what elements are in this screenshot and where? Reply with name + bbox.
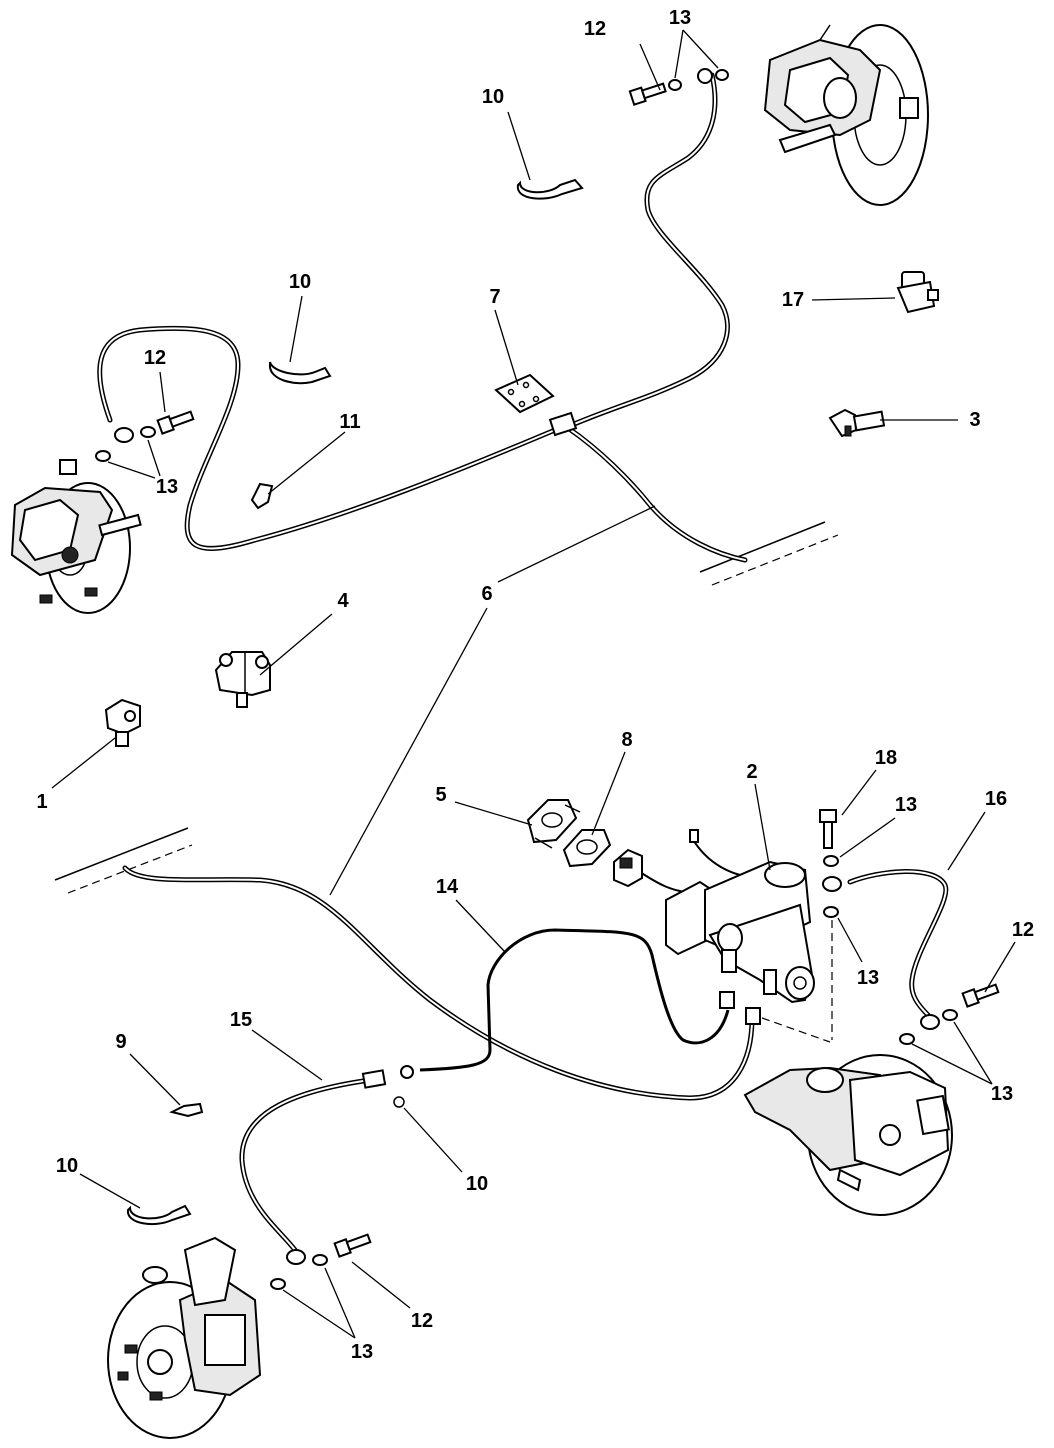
callout-13-right: 13 [990, 1083, 1014, 1105]
clip-9 [169, 1102, 204, 1118]
leader-lines [51, 29, 1016, 1339]
callout-16: 16 [984, 788, 1008, 810]
callout-7: 7 [489, 286, 501, 308]
callout-4: 4 [337, 590, 349, 612]
callout-12-right: 12 [1011, 919, 1035, 941]
callout-13-left: 13 [155, 476, 179, 498]
callout-10-upper-left: 10 [288, 271, 312, 293]
front-right-caliper [743, 1054, 953, 1216]
junction-block-4 [214, 651, 271, 708]
hose-eyelets [114, 68, 940, 1265]
callout-5: 5 [435, 784, 447, 806]
rear-right-caliper [763, 24, 929, 206]
gasket-5 [526, 799, 581, 849]
projection-lines [761, 920, 833, 1043]
sensor-17 [896, 271, 939, 314]
callout-8: 8 [621, 729, 633, 751]
hose-clips [127, 178, 584, 1226]
seal-8 [562, 829, 612, 868]
callout-13-master-top: 13 [894, 794, 918, 816]
callout-12-left: 12 [143, 347, 167, 369]
brake-lines [97, 72, 949, 1253]
washers [95, 69, 958, 1290]
junction-tee [548, 411, 578, 437]
fitting-1 [104, 698, 141, 747]
callout-3: 3 [969, 409, 981, 431]
fitting-3 [828, 408, 886, 438]
callout-10-top: 10 [481, 86, 505, 108]
callout-9: 9 [115, 1031, 127, 1053]
callout-12-top: 12 [583, 18, 607, 40]
line-fittings [361, 991, 761, 1089]
callout-11: 11 [339, 411, 361, 433]
callout-15: 15 [229, 1009, 253, 1031]
callout-13-master-bottom: 13 [856, 967, 880, 989]
callout-13-bottom: 13 [350, 1341, 374, 1363]
front-left-caliper [107, 1236, 262, 1439]
callout-12-bottom: 12 [410, 1310, 434, 1332]
callout-1: 1 [36, 791, 48, 813]
callout-18: 18 [874, 747, 898, 769]
bolts [156, 82, 1000, 1258]
clip-11 [250, 482, 274, 510]
callout-10-lower-left: 10 [55, 1155, 79, 1177]
master-cylinder-2 [613, 829, 815, 1004]
callout-14: 14 [435, 876, 459, 898]
callout-2: 2 [746, 761, 758, 783]
callout-10-lower-center: 10 [465, 1173, 489, 1195]
frame-reference-lines [54, 521, 839, 894]
callout-13-top: 13 [668, 7, 692, 29]
bracket-plate-7 [494, 373, 555, 414]
rear-left-caliper [10, 459, 142, 614]
callout-6: 6 [481, 583, 493, 605]
callout-17: 17 [781, 289, 805, 311]
